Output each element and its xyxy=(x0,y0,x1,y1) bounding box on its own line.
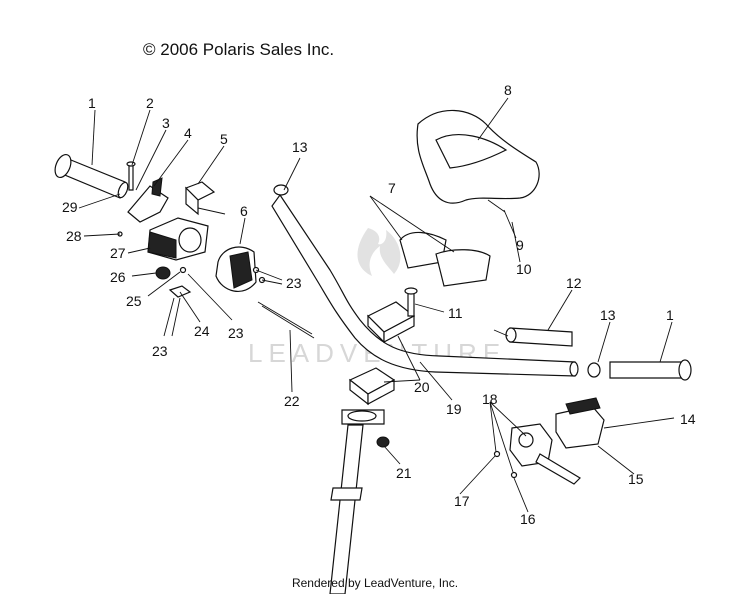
callout-1-right: 1 xyxy=(666,307,674,323)
callout-13-left: 13 xyxy=(292,139,308,155)
bar-end-13-right[interactable] xyxy=(587,362,601,378)
callout-11: 11 xyxy=(448,305,463,321)
callout-21: 21 xyxy=(396,465,412,481)
callout-15: 15 xyxy=(628,471,644,487)
callout-23-left: 23 xyxy=(152,343,168,359)
callout-16: 16 xyxy=(520,511,536,527)
callout-13-right: 13 xyxy=(600,307,616,323)
callout-24: 24 xyxy=(194,323,210,339)
callout-25: 25 xyxy=(126,293,142,309)
callout-9: 9 xyxy=(516,237,524,253)
master-cylinder[interactable] xyxy=(555,397,605,449)
flame-logo xyxy=(357,228,401,276)
callout-18: 18 xyxy=(482,391,498,407)
screw-16[interactable] xyxy=(510,471,518,479)
cover-24[interactable] xyxy=(168,285,192,298)
left-grip[interactable] xyxy=(52,152,130,199)
throttle-lever[interactable] xyxy=(127,177,169,223)
callout-7: 7 xyxy=(388,180,396,196)
handlebar-part[interactable] xyxy=(271,184,579,377)
callout-1-left: 1 xyxy=(88,95,96,111)
bolt-11[interactable] xyxy=(404,287,418,317)
nut-21[interactable] xyxy=(376,436,390,448)
switch-5[interactable] xyxy=(184,181,226,216)
right-grip[interactable] xyxy=(609,359,692,381)
cable-22[interactable] xyxy=(257,301,315,339)
callout-14: 14 xyxy=(680,411,696,427)
callout-10: 10 xyxy=(516,261,532,277)
callout-12: 12 xyxy=(566,275,582,291)
callout-8: 8 xyxy=(504,82,512,98)
callout-27: 27 xyxy=(110,245,126,261)
callout-19: 19 xyxy=(446,401,462,417)
clamp-upper[interactable] xyxy=(366,301,416,344)
leader-lines xyxy=(78,97,675,513)
screw-17[interactable] xyxy=(493,450,501,458)
callout-4: 4 xyxy=(184,125,192,141)
callout-29: 29 xyxy=(62,199,78,215)
throttle-housing[interactable] xyxy=(147,217,209,261)
callout-3: 3 xyxy=(162,115,170,131)
callout-23-right: 23 xyxy=(286,275,302,291)
housing-6[interactable] xyxy=(215,246,257,292)
mount-bracket[interactable] xyxy=(399,231,491,287)
callout-2: 2 xyxy=(146,95,154,111)
nut-26[interactable] xyxy=(155,266,171,280)
callout-5: 5 xyxy=(220,131,228,147)
callout-26: 26 xyxy=(110,269,126,285)
steering-post[interactable] xyxy=(329,409,385,594)
callout-28: 28 xyxy=(66,228,82,244)
brake-lever-assembly[interactable] xyxy=(509,423,581,485)
callout-17: 17 xyxy=(454,493,470,509)
callout-23-mid: 23 xyxy=(228,325,244,341)
clamp-lower[interactable] xyxy=(348,367,396,406)
footer-credit: Rendered by LeadVenture, Inc. xyxy=(291,576,459,590)
callout-22: 22 xyxy=(284,393,300,409)
grip-12[interactable] xyxy=(493,327,573,347)
hand-guard[interactable] xyxy=(416,109,540,213)
screw-25[interactable] xyxy=(179,266,187,274)
copyright-text: © 2006 Polaris Sales Inc. xyxy=(143,40,335,59)
callout-6: 6 xyxy=(240,203,248,219)
callout-20: 20 xyxy=(414,379,430,395)
callout-labels: 1 2 3 4 5 6 7 8 9 10 11 12 13 13 1 14 15… xyxy=(62,82,696,527)
